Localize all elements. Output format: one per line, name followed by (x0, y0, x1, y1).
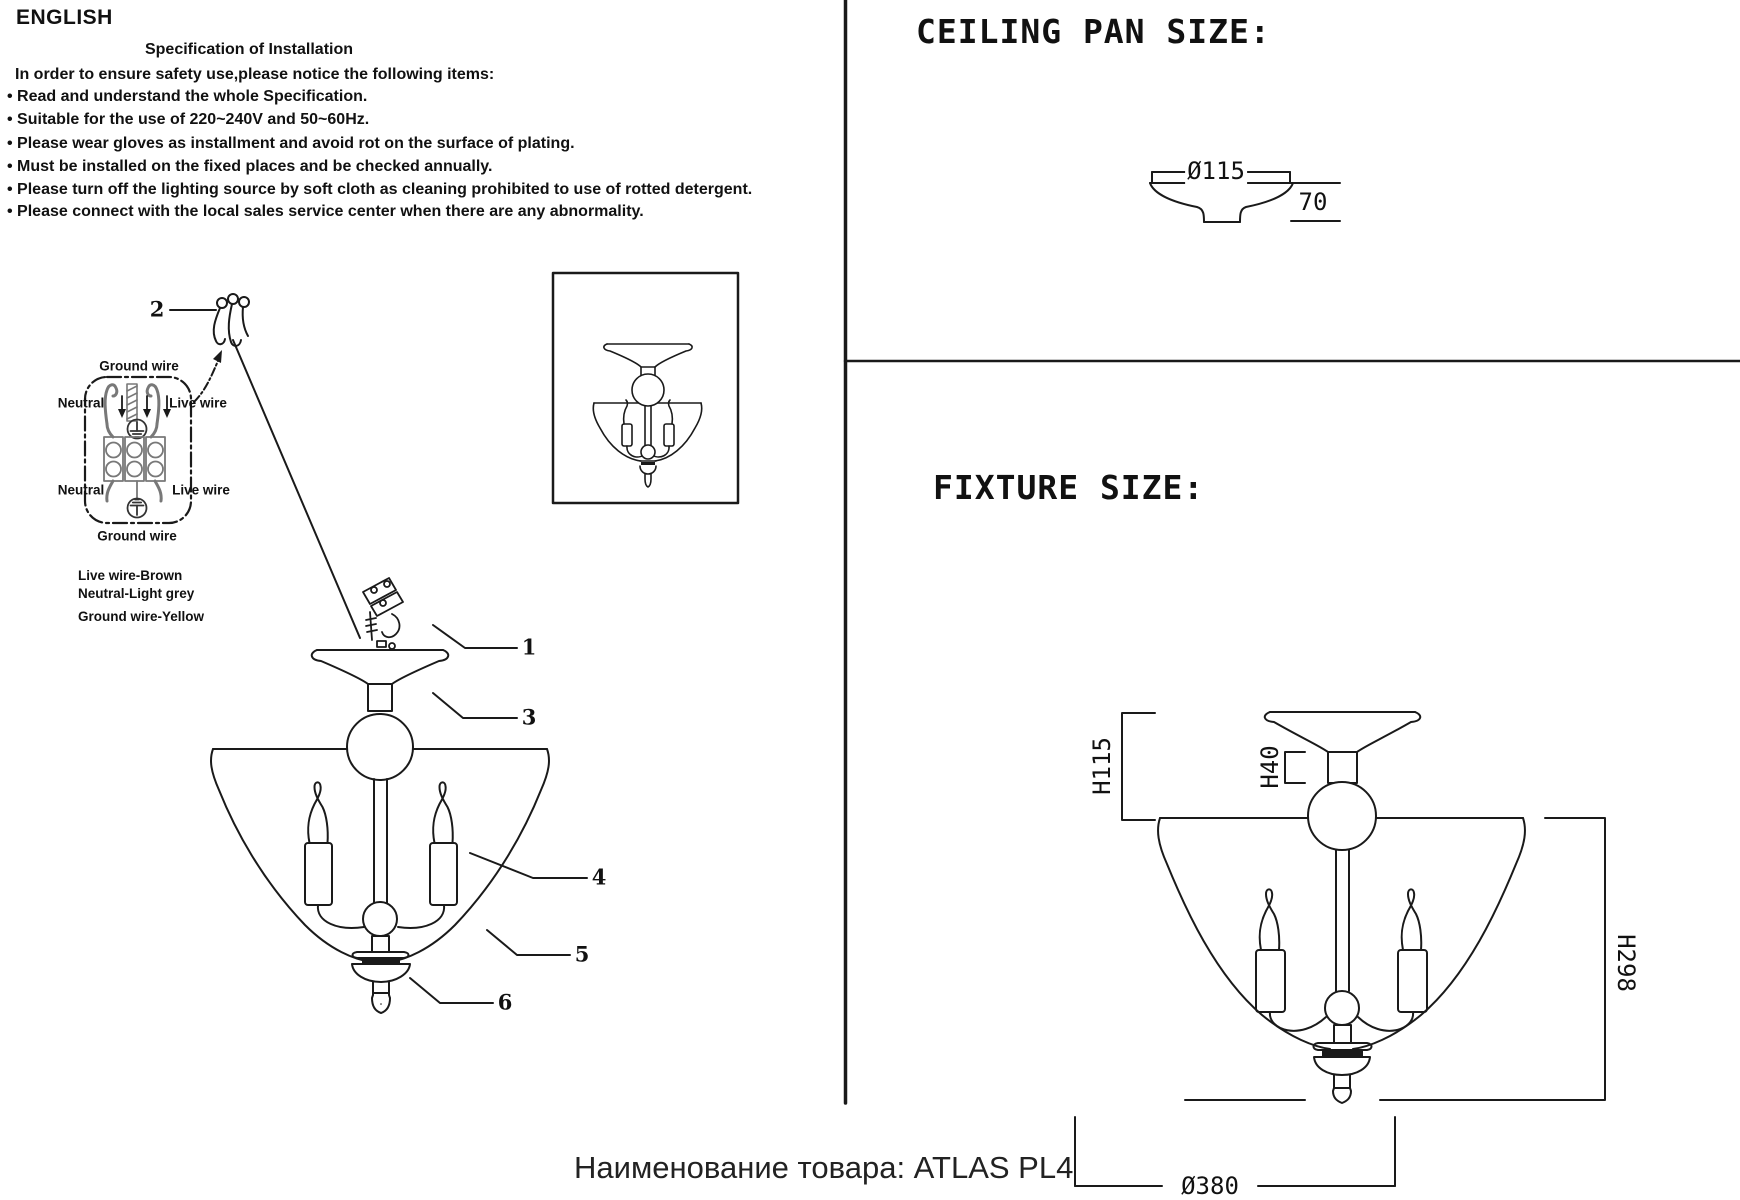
earth-symbol-top (126, 418, 148, 440)
earth-symbol-bottom (126, 497, 148, 519)
spec-bullet: • Suitable for the use of 220~240V and 5… (7, 111, 370, 128)
callout-3: 3 (521, 704, 537, 730)
spec-title: Specification of Installation (144, 41, 354, 58)
ground-wire-top-label: Ground wire (99, 358, 179, 374)
callout-5: 5 (574, 941, 590, 967)
spec-bullet: • Please connect with the local sales se… (7, 203, 644, 220)
callout-2: 2 (149, 296, 165, 322)
panel-dividers (843, 0, 1740, 1105)
live-wire-top-label: Live wire (169, 395, 227, 411)
ceiling-pan-size-title: CEILING PAN SIZE: (916, 12, 1271, 51)
pan-diameter-dim: Ø115 (1185, 157, 1247, 185)
fixture-size-drawing (1074, 711, 1606, 1187)
callout-leaders (409, 624, 588, 1004)
spec-bullet: • Please wear gloves as installment and … (7, 135, 575, 152)
callout-4: 4 (591, 864, 607, 890)
product-name: Наименование товара: ATLAS PL4 (574, 1150, 1074, 1185)
legend-neutral-wire: Neutral-Light grey (78, 586, 195, 601)
candle-lamps-drawing (304, 781, 458, 929)
language-heading: ENGLISH (16, 6, 113, 29)
ground-conductor-drawing (126, 383, 138, 422)
callout-6: 6 (497, 989, 513, 1015)
mounting-hardware-drawing (362, 577, 404, 650)
ground-wire-bottom-label: Ground wire (97, 528, 177, 544)
callout-1: 1 (521, 634, 537, 660)
neutral-bottom-label: Neutral (57, 482, 105, 498)
fixture-thumbnail-drawing (592, 343, 703, 488)
fixture-assembly-drawing (210, 577, 588, 1014)
pan-height-dim: 70 (1296, 188, 1330, 216)
neutral-top-label: Neutral (57, 395, 105, 411)
terminal-block-drawing (103, 436, 166, 503)
legend-live-wire: Live wire-Brown (78, 568, 183, 583)
insert-arrows (118, 395, 171, 418)
canopy-height-dim: H115 (1088, 735, 1116, 797)
wire-connectors-drawing (212, 293, 250, 347)
spec-bullet: • Must be installed on the fixed places … (7, 158, 493, 175)
wiring-diagram-drawing (83, 293, 361, 639)
live-wire-bottom-label: Live wire (172, 482, 230, 498)
fixture-thumbnail-box (551, 271, 740, 505)
legend-ground-wire: Ground wire-Yellow (78, 609, 205, 624)
supply-wires-drawing (103, 383, 161, 439)
neck-height-dim: H40 (1256, 743, 1284, 791)
spec-bullet: • Please turn off the lighting source by… (7, 181, 753, 198)
spec-intro: In order to ensure safety use,please not… (15, 66, 495, 83)
fixture-diameter-dim: Ø380 (1179, 1172, 1241, 1200)
fixture-size-title: FIXTURE SIZE: (933, 468, 1205, 507)
body-height-dim: H298 (1612, 932, 1640, 994)
spec-bullet: • Read and understand the whole Specific… (7, 88, 368, 105)
